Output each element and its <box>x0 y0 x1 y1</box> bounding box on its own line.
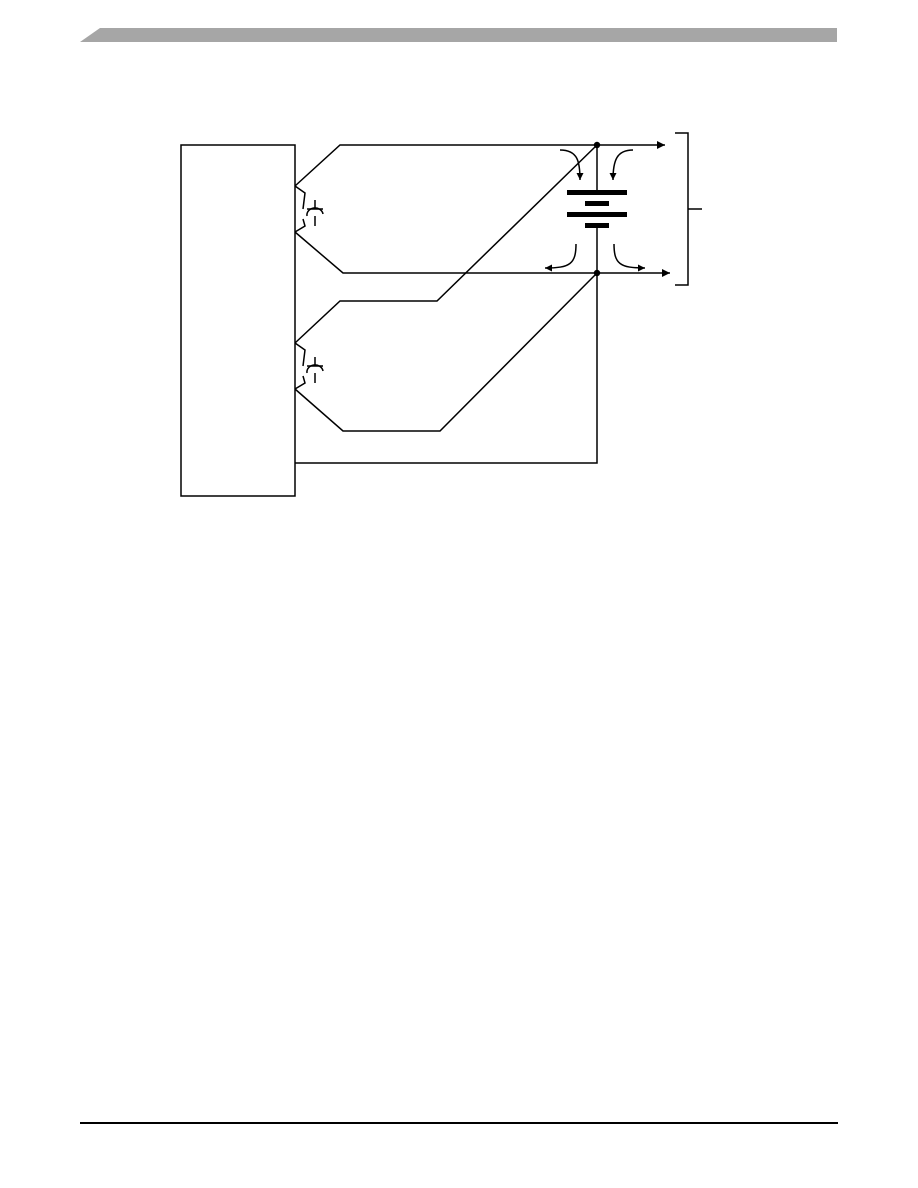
header-bar <box>80 28 837 42</box>
junction-dot-bottom <box>593 269 601 277</box>
junction-dot-top <box>593 141 601 149</box>
circuit-diagram <box>180 132 702 497</box>
lower-pin-capacitor-icon <box>294 342 324 390</box>
upper-pin-bottom-trace <box>294 231 597 274</box>
battery-icon <box>567 190 627 228</box>
current-arrow-bottom-right <box>613 243 646 272</box>
upper-pin-top-trace <box>294 144 597 187</box>
lower-pin-bottom-trace <box>294 272 598 432</box>
current-arrow-bottom-left <box>544 243 577 272</box>
current-arrow-top-left <box>559 149 584 181</box>
device-block <box>180 144 296 497</box>
footer-rule <box>80 1122 838 1124</box>
output-bracket <box>675 132 702 286</box>
lower-pin-top-trace <box>294 144 598 344</box>
current-arrow-top-right <box>609 149 634 181</box>
header-band <box>80 28 837 42</box>
upper-pin-capacitor-icon <box>294 185 324 233</box>
ground-return-trace <box>295 273 598 464</box>
